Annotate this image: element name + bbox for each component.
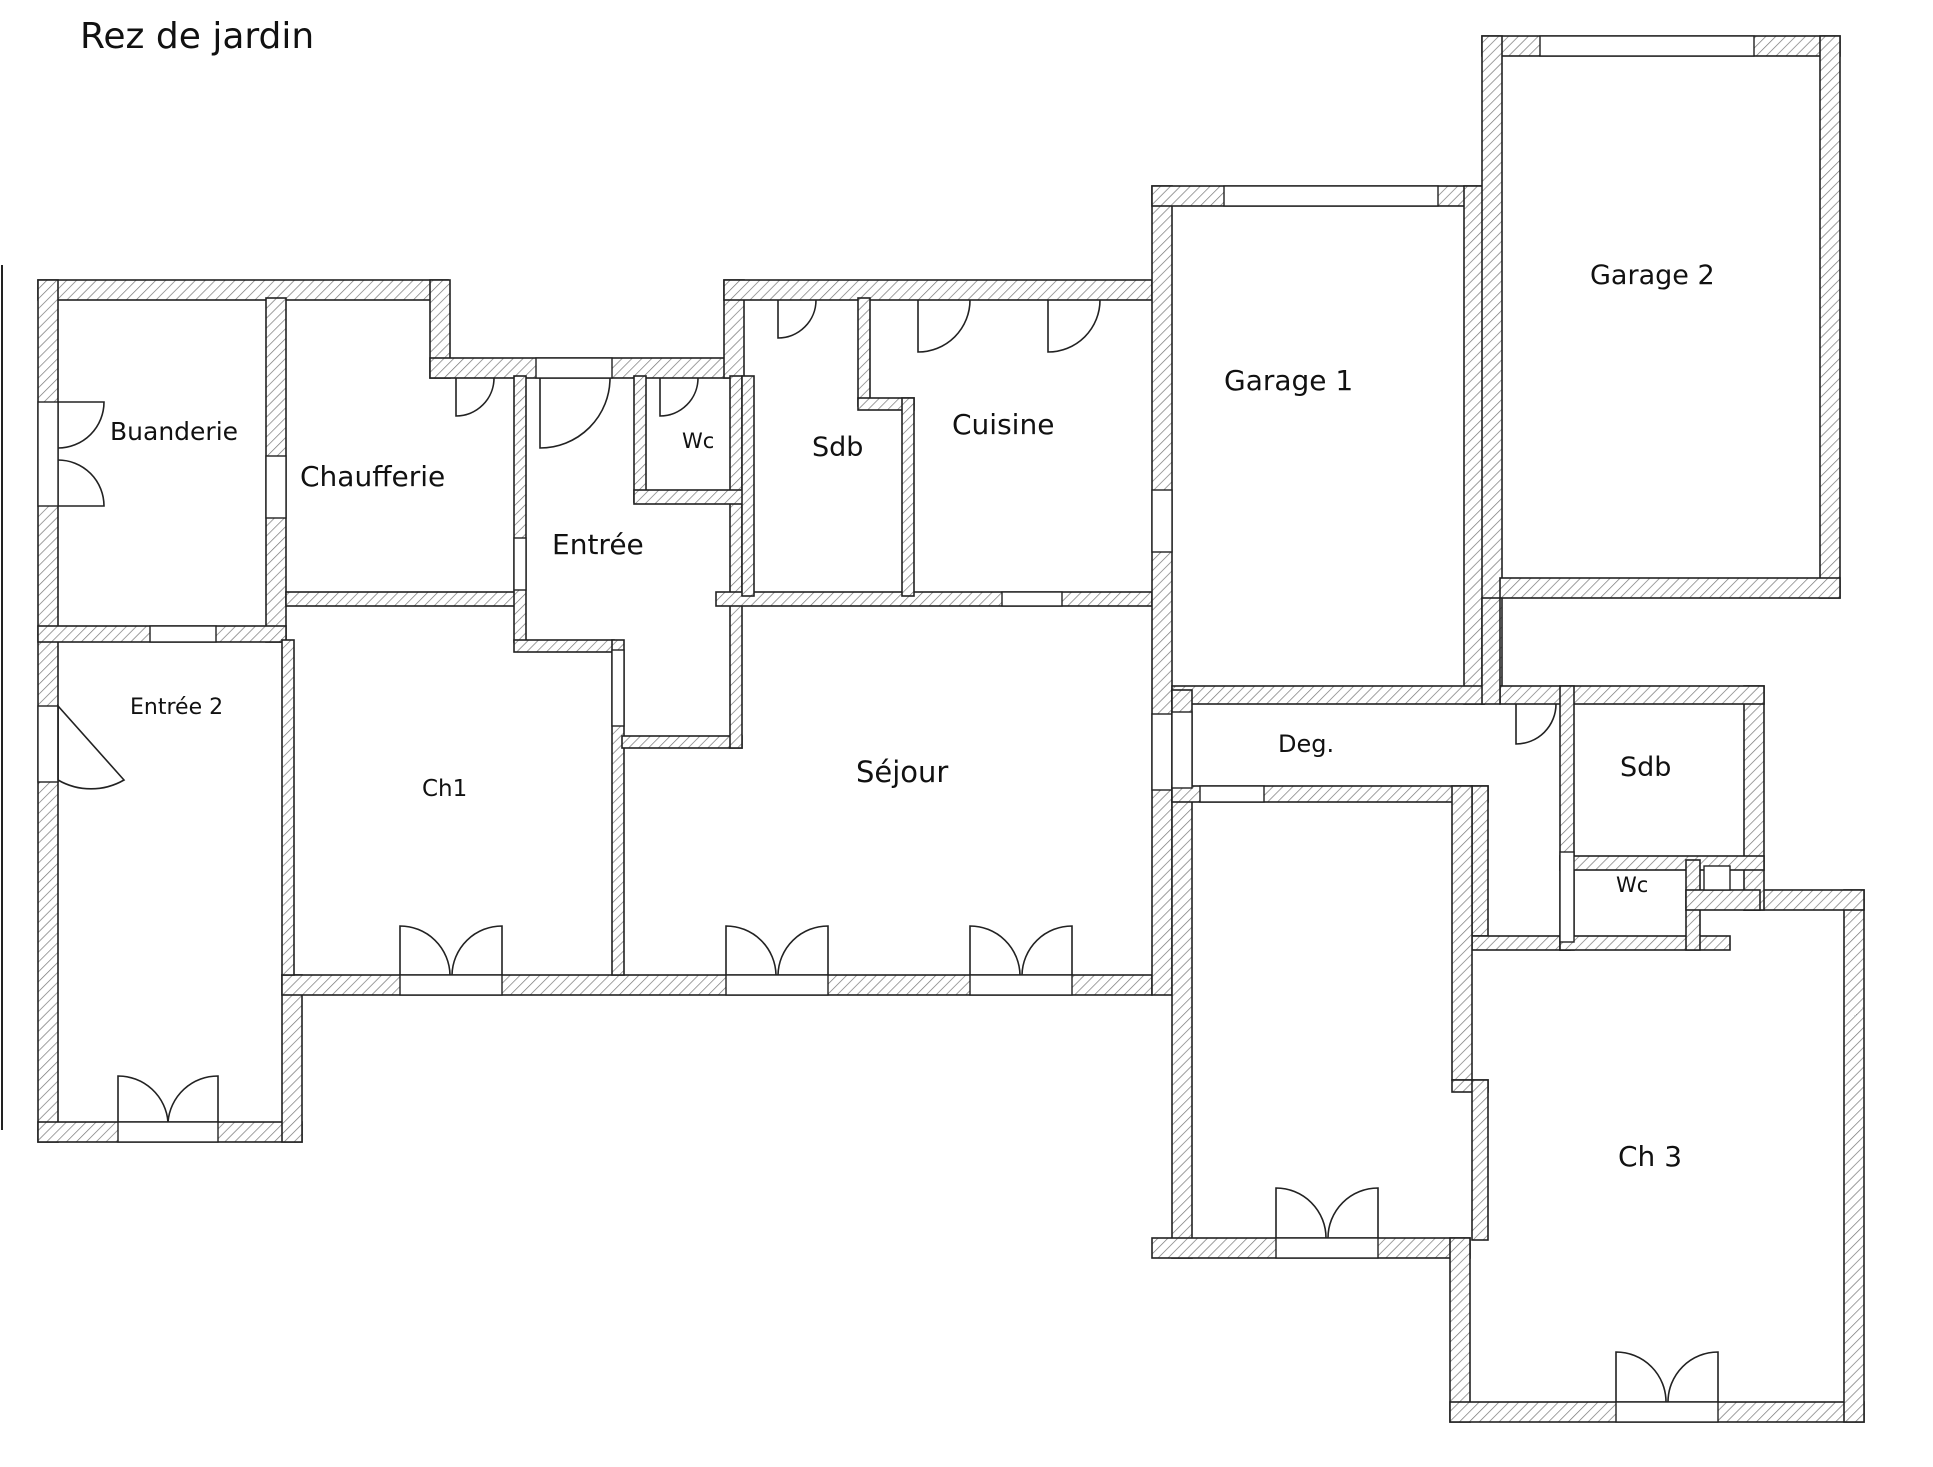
left-wing-doors (57, 299, 1101, 1123)
left-wing-walls (37, 185, 1173, 1143)
room-label-buanderie: Buanderie (110, 417, 238, 446)
room-label-entree: Entrée (552, 528, 644, 561)
room-label-ch1: Ch1 (422, 776, 467, 802)
right-wing-openings (1171, 711, 1731, 1423)
right-wing-doors (1275, 703, 1719, 1403)
room-label-sdb: Sdb (812, 432, 863, 463)
room-label-deg: Deg. (1278, 730, 1334, 758)
room-label-sejour: Séjour (856, 755, 948, 789)
left-wing-openings (37, 357, 1173, 1143)
plan-title: Rez de jardin (80, 16, 314, 57)
right-wing-walls (1151, 597, 1865, 1423)
garage-openings (1223, 35, 1755, 207)
room-label-cuisine: Cuisine (952, 408, 1054, 441)
room-label-wc: Wc (682, 429, 714, 453)
room-label-garage-1: Garage 1 (1224, 364, 1353, 397)
room-label-entree-2: Entrée 2 (130, 695, 223, 720)
room-label-sdb-2: Sdb (1620, 752, 1671, 783)
room-label-chaufferie: Chaufferie (300, 460, 445, 493)
room-label-wc-2: Wc (1616, 873, 1648, 897)
room-label-ch3: Ch 3 (1618, 1140, 1682, 1173)
room-label-garage-2: Garage 2 (1590, 260, 1715, 291)
